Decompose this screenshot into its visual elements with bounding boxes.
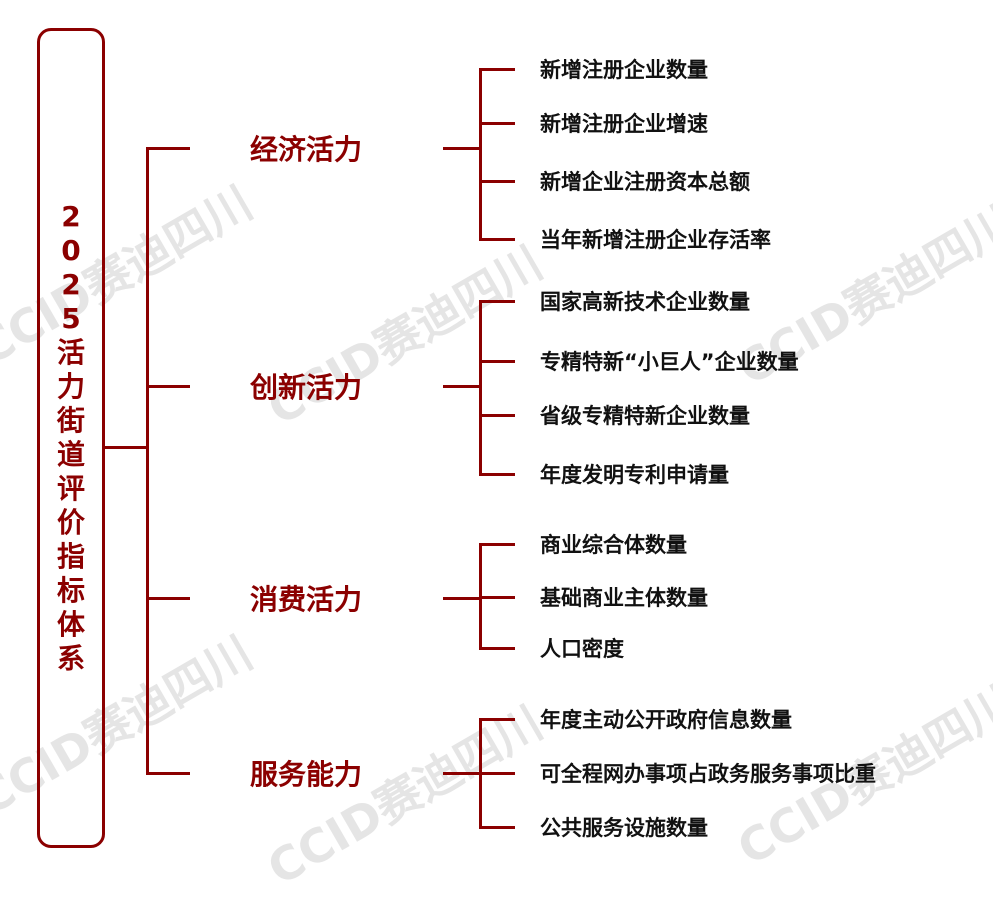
category-label: 服务能力 [250, 758, 363, 791]
connector-line [479, 718, 515, 721]
connector-line [479, 414, 515, 417]
connector-line [479, 180, 515, 183]
connector-line [146, 147, 190, 150]
connector-line [443, 597, 481, 600]
connector-line [102, 446, 148, 449]
connector-line [443, 385, 481, 388]
connector-line [479, 68, 515, 71]
connector-line [146, 772, 190, 775]
connector-line [479, 300, 482, 476]
connector-line [443, 147, 481, 150]
connector-line [479, 543, 515, 546]
indicator-label: 年度发明专利申请量 [540, 463, 729, 487]
connector-line [479, 300, 515, 303]
category-label: 消费活力 [250, 583, 363, 616]
indicator-label: 基础商业主体数量 [540, 586, 708, 610]
indicator-label: 当年新增注册企业存活率 [540, 228, 771, 252]
indicator-label: 新增注册企业增速 [540, 112, 708, 136]
connector-line [146, 147, 149, 775]
connector-line [479, 122, 515, 125]
indicator-label: 专精特新“小巨人”企业数量 [540, 350, 799, 374]
connector-line [146, 597, 190, 600]
root-node: 2025活力街道评价指标体系 [37, 28, 105, 848]
category-label: 经济活力 [250, 133, 363, 166]
connector-line [443, 772, 481, 775]
connector-line [479, 647, 515, 650]
indicator-label: 商业综合体数量 [540, 533, 687, 557]
connector-line [479, 68, 482, 241]
connector-line [479, 772, 515, 775]
connector-line [479, 238, 515, 241]
indicator-label: 国家高新技术企业数量 [540, 290, 750, 314]
connector-line [479, 596, 515, 599]
indicator-label: 新增注册企业数量 [540, 58, 708, 82]
root-title: 2025活力街道评价指标体系 [56, 200, 85, 675]
indicator-label: 新增企业注册资本总额 [540, 170, 750, 194]
indicator-label: 人口密度 [540, 637, 624, 661]
indicator-label: 省级专精特新企业数量 [540, 404, 750, 428]
watermark: CCID赛迪四川 [258, 235, 552, 436]
connector-line [479, 473, 515, 476]
indicator-label: 公共服务设施数量 [540, 816, 708, 840]
indicator-label: 可全程网办事项占政务服务事项比重 [540, 762, 876, 786]
connector-line [479, 360, 515, 363]
connector-line [479, 826, 515, 829]
connector-line [146, 385, 190, 388]
category-label: 创新活力 [250, 371, 363, 404]
indicator-label: 年度主动公开政府信息数量 [540, 708, 792, 732]
